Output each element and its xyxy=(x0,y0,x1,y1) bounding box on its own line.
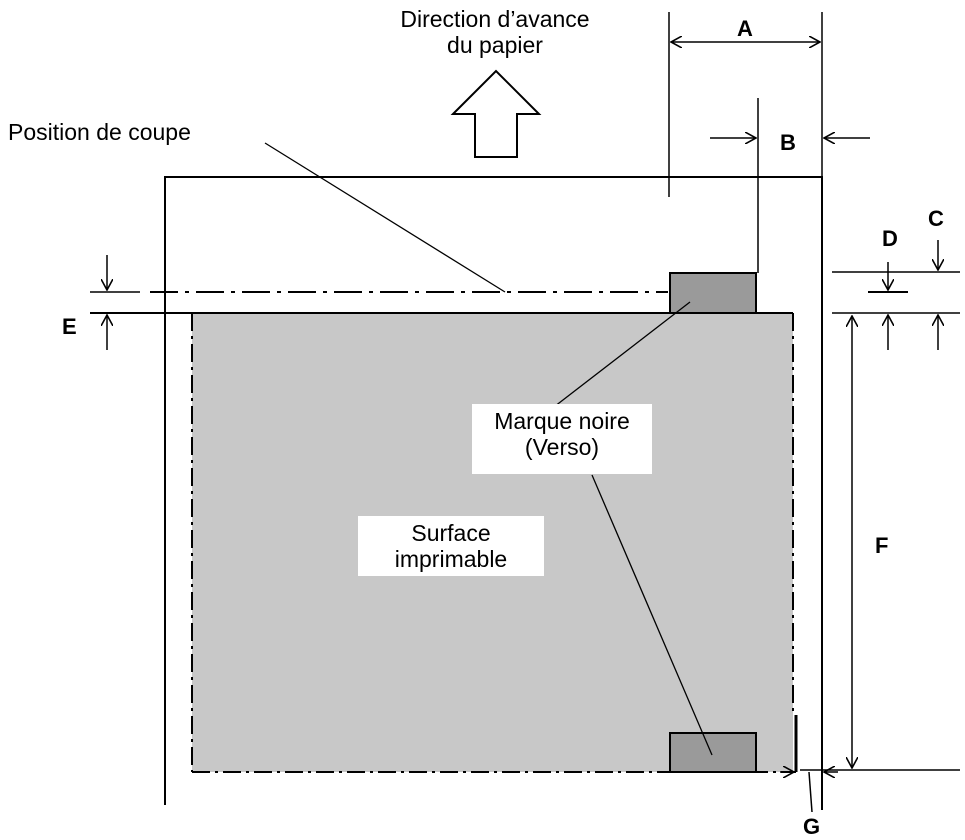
black-mark-label: Marque noire (Verso) xyxy=(472,404,652,474)
black-mark-bottom xyxy=(669,732,757,773)
dimension-g-leader xyxy=(808,771,813,813)
black-mark-leader-bottom xyxy=(591,474,713,756)
dimension-a-label: A xyxy=(737,16,753,41)
feed-direction-line1: Direction d’avance xyxy=(400,6,590,32)
dimension-e-label: E xyxy=(62,314,77,339)
feed-direction-arrow xyxy=(450,69,542,158)
dimension-c-label: C xyxy=(928,206,944,231)
paper-outline xyxy=(164,176,823,810)
printable-area-label: Surface imprimable xyxy=(358,516,544,576)
cut-position-label: Position de coupe xyxy=(8,119,191,145)
dimension-f-label: F xyxy=(875,533,889,558)
dimension-d-label: D xyxy=(882,226,898,251)
printable-line1: Surface xyxy=(411,520,491,546)
feed-direction-line2: du papier xyxy=(447,32,543,58)
black-mark-line1: Marque noire xyxy=(494,408,630,434)
dimension-g-label: G xyxy=(803,814,821,839)
feed-direction-label: Direction d’avance du papier xyxy=(360,6,630,58)
cut-position-leader xyxy=(264,142,506,293)
black-mark-line2: (Verso) xyxy=(524,434,600,460)
dimension-b-label: B xyxy=(780,130,796,155)
black-mark-leader-top xyxy=(549,301,691,411)
printable-line2: imprimable xyxy=(394,546,508,572)
